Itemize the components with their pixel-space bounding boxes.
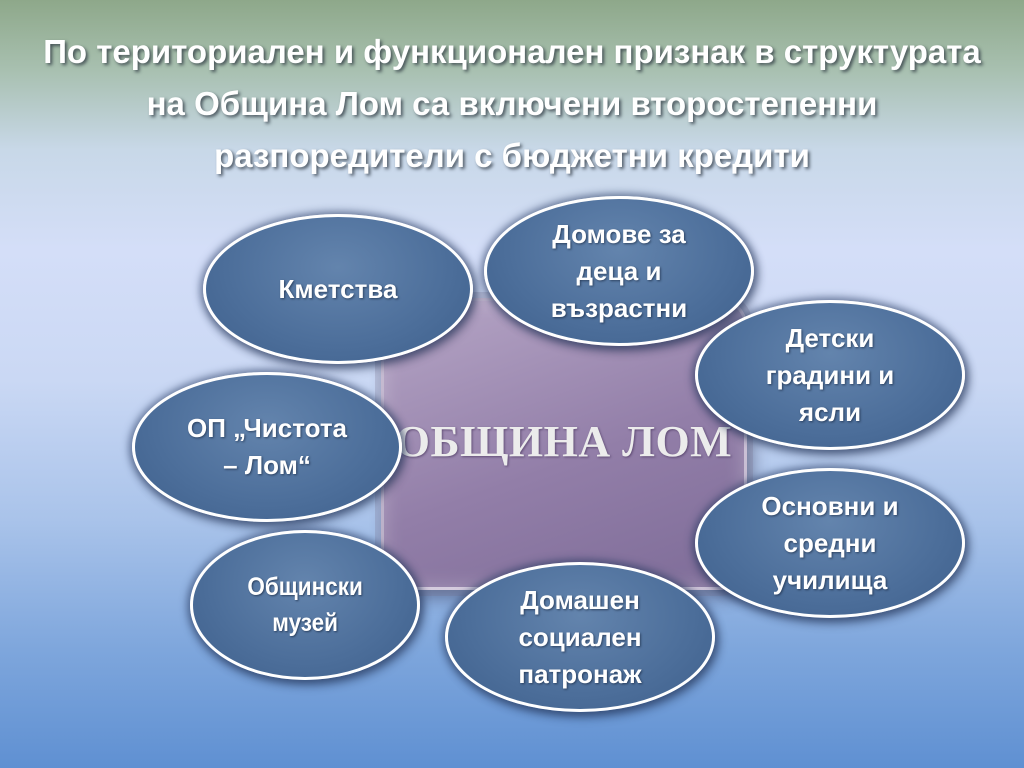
node-label: ОП „Чистота – Лом“ xyxy=(186,413,348,480)
slide-title: По териториален и функционален признак в… xyxy=(43,33,981,174)
node-uchilishta: Основни и средни училища xyxy=(695,468,965,618)
center-label: ОБЩИНА ЛОМ xyxy=(395,417,733,466)
node-kmetstva: Кметства xyxy=(203,214,473,364)
node-label: Кметства xyxy=(278,273,398,304)
node-label: Общински музей xyxy=(247,573,363,637)
node-domove: Домове за деца и възрастни xyxy=(484,196,754,346)
node-label: Основни и средни училища xyxy=(761,490,899,595)
node-label: Детски градини и ясли xyxy=(765,322,895,427)
node-label: Домове за деца и възрастни xyxy=(550,218,688,323)
center-box-obshtina-lom: ОБЩИНА ЛОМ xyxy=(381,298,747,590)
node-patronazh: Домашен социален патронаж xyxy=(445,562,715,712)
node-muzei: Общински музей xyxy=(190,530,420,680)
node-detski-gradini: Детски градини и ясли xyxy=(695,300,965,450)
node-label: Домашен социален патронаж xyxy=(518,584,642,689)
node-op-chistota: ОП „Чистота – Лом“ xyxy=(132,372,402,522)
